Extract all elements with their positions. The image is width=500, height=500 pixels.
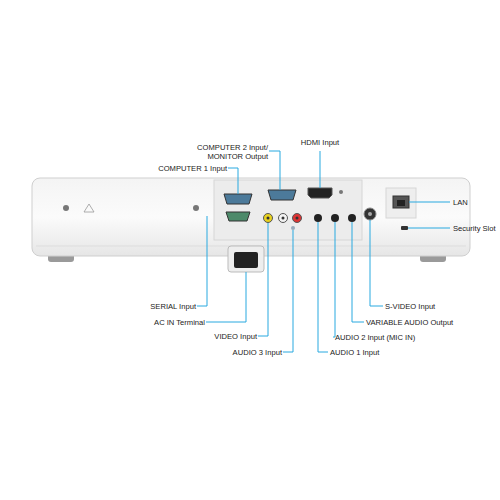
port-label: AUDIO 3 Input: [202, 348, 282, 357]
port-label: LAN: [453, 198, 498, 207]
port-label: SERIAL Input: [116, 302, 196, 311]
port-label: VIDEO Input: [177, 332, 257, 341]
port-label: COMPUTER 2 Input/ MONITOR Output: [188, 143, 268, 161]
port-label: S-VIDEO Input: [385, 302, 485, 311]
port-label: AUDIO 2 Input (MIC IN): [335, 333, 455, 342]
port-label: Security Slot: [453, 224, 500, 233]
port-label: AUDIO 1 Input: [330, 348, 430, 357]
port-label: VARIABLE AUDIO Output: [366, 318, 486, 327]
port-label: AC IN Terminal: [125, 318, 205, 327]
port-label: HDMI Input: [290, 138, 350, 147]
port-label: COMPUTER 1 Input: [137, 164, 227, 173]
